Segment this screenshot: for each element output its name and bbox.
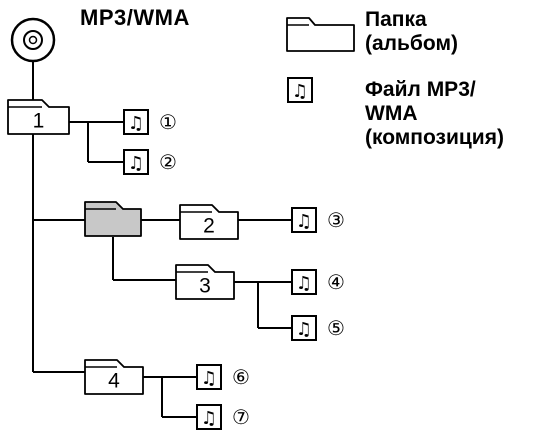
disc-icon — [10, 17, 56, 63]
folder-icon: 4 — [84, 359, 144, 395]
legend-music-file-icon: ♫ — [287, 77, 313, 103]
folder-icon-highlighted — [84, 201, 142, 237]
music-file-icon: ♫ — [291, 207, 317, 233]
svg-text:♫: ♫ — [296, 273, 312, 294]
track-number-label: ⑥ — [232, 365, 250, 389]
svg-text:♫: ♫ — [296, 319, 312, 340]
folder-icon: 3 — [175, 264, 235, 300]
svg-text:♫: ♫ — [292, 81, 308, 102]
svg-text:♫: ♫ — [128, 153, 144, 174]
music-file-icon: ♫ — [291, 315, 317, 341]
track-number-label: ① — [159, 110, 177, 134]
track-number-label: ⑦ — [232, 405, 250, 429]
svg-text:♫: ♫ — [296, 211, 312, 232]
folder-icon: 1 — [7, 99, 70, 135]
folder-icon: 2 — [179, 204, 239, 240]
track-number-label: ⑤ — [327, 316, 345, 340]
legend-folder-label: Папка (альбом) — [365, 8, 458, 55]
svg-text:♫: ♫ — [201, 408, 217, 429]
music-file-icon: ♫ — [123, 109, 149, 135]
track-number-label: ④ — [327, 270, 345, 294]
legend-folder-icon — [286, 17, 355, 52]
track-number-label: ② — [159, 150, 177, 174]
folder-label: 2 — [203, 215, 215, 238]
svg-text:♫: ♫ — [201, 368, 217, 389]
music-file-icon: ♫ — [196, 364, 222, 390]
track-number-label: ③ — [327, 208, 345, 232]
folder-label: 1 — [33, 110, 45, 133]
legend-file-label: Файл MP3/ WMA (композиция) — [365, 78, 504, 149]
music-file-icon: ♫ — [291, 269, 317, 295]
music-file-icon: ♫ — [123, 149, 149, 175]
folder-label: 3 — [199, 275, 211, 298]
root-disc-label: MP3/WMA — [80, 5, 190, 30]
music-file-icon: ♫ — [196, 404, 222, 430]
folder-label: 4 — [108, 370, 120, 393]
svg-text:♫: ♫ — [128, 113, 144, 134]
